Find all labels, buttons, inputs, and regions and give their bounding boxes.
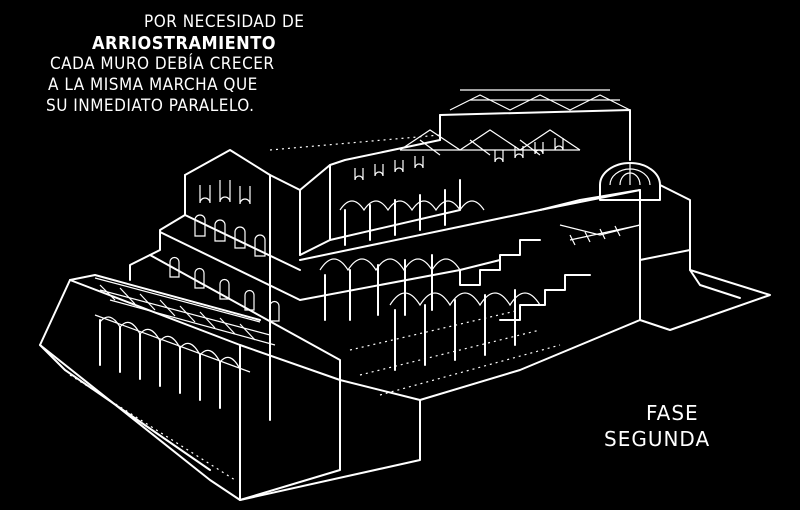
phase-label: FASE SEGUNDA	[600, 400, 730, 452]
right-enclosure	[559, 224, 771, 331]
left-arcade	[94, 314, 251, 416]
church-facade	[129, 134, 441, 421]
caption-line-5: SU INMEDIATO PARALELO.	[46, 96, 255, 116]
phase-label-line-2: SEGUNDA	[604, 427, 711, 451]
stepped-wall	[459, 189, 641, 321]
roof-trusses	[399, 89, 631, 161]
nave	[299, 138, 641, 401]
caption-line-2: ARRIOSTRAMIENTO	[92, 33, 277, 54]
caption-line-4: A LA MISMA MARCHA QUE	[48, 75, 258, 95]
phase-label-line-1: FASE	[646, 401, 699, 425]
caption-text: POR NECESIDAD DE ARRIOSTRAMIENTO CADA MU…	[40, 12, 330, 117]
caption-line-1: POR NECESIDAD DE	[144, 12, 305, 32]
left-cloister	[39, 274, 341, 501]
apse-dome	[599, 162, 691, 261]
ground-line	[239, 399, 421, 501]
caption-line-3: CADA MURO DEBÍA CRECER	[50, 54, 275, 74]
